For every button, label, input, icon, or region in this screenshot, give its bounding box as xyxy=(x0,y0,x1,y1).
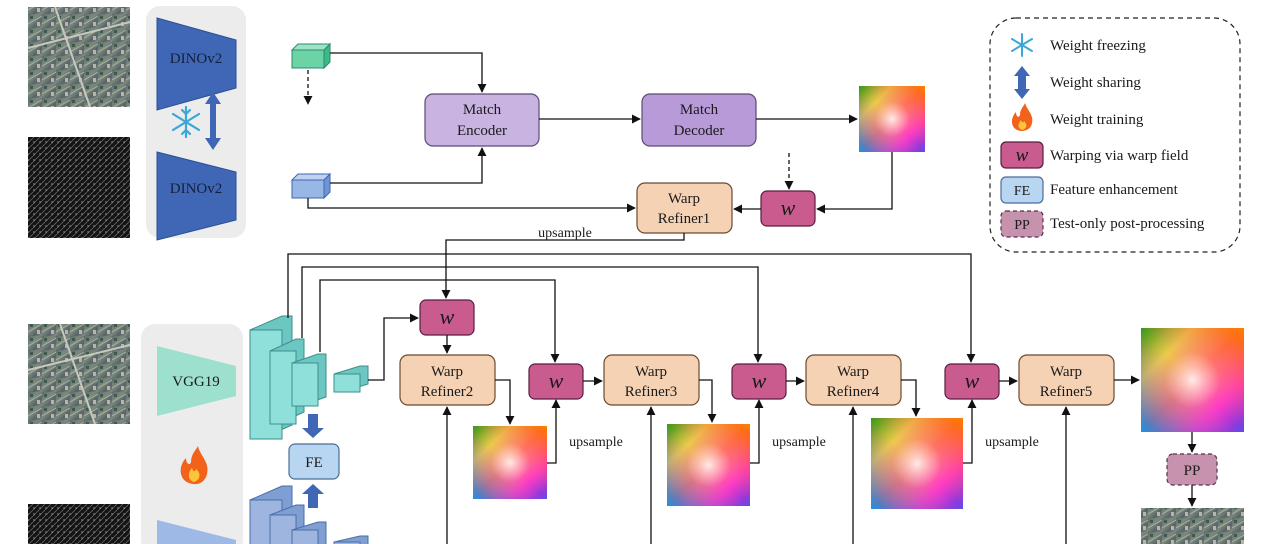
arrow-cube-b-to-refiner1 xyxy=(307,198,636,213)
final-flow-field xyxy=(1141,328,1244,432)
pp-label: PP xyxy=(1184,463,1201,479)
flame-icon xyxy=(180,446,208,485)
optical-image-bottom xyxy=(27,323,131,425)
fe-arrow-up xyxy=(302,484,324,508)
arrow-refiner3-to-flow3 xyxy=(699,379,717,423)
match-decoder-line1: Match xyxy=(680,102,719,118)
flow-field-4 xyxy=(871,418,963,509)
legend-box xyxy=(989,17,1241,253)
optical-image-top xyxy=(27,6,131,108)
legend-flame-icon xyxy=(1011,103,1033,131)
refiner3-line1: Warp xyxy=(635,364,667,380)
registered-output-image xyxy=(1141,508,1244,544)
arrow-refiner4-to-flow4 xyxy=(901,379,921,417)
match-encoder-line1: Match xyxy=(463,102,502,118)
sar-image-bottom xyxy=(28,504,130,544)
legend-warp-box-icon xyxy=(1000,141,1044,169)
match-encoder-line2: Encoder xyxy=(457,123,507,139)
vgg19-encoder-lower xyxy=(157,520,236,544)
match-decoder-box[interactable] xyxy=(641,93,757,147)
legend-warp-symbol: w xyxy=(1016,145,1029,166)
snowflake-icon xyxy=(171,105,201,139)
fe-arrow-down xyxy=(302,414,324,438)
legend-text-sharing: Weight sharing xyxy=(1050,75,1141,91)
skip-line-to-warp4 xyxy=(301,266,763,363)
warp-symbol-5: w xyxy=(965,368,980,393)
refiner5-line1: Warp xyxy=(1050,364,1082,380)
refiner4-line1: Warp xyxy=(837,364,869,380)
arrow-cube-a-to-encoder xyxy=(330,52,487,93)
legend-pp-symbol: PP xyxy=(1014,218,1030,233)
arrow-cube-b-to-encoder xyxy=(330,147,487,184)
skip-line-to-warp3 xyxy=(319,279,560,363)
warp-symbol-2: w xyxy=(440,304,455,329)
refiner2-line2: Refiner2 xyxy=(421,384,473,400)
feature-pyramid-optical xyxy=(249,315,369,440)
dinov2-label-top: DINOv2 xyxy=(170,51,223,67)
fe-label: FE xyxy=(305,455,323,471)
legend-text-warping: Warping via warp field xyxy=(1050,148,1189,164)
arrow-flow3-to-warp4 xyxy=(750,399,764,464)
arrow-pyramid-to-warp2 xyxy=(368,313,419,381)
dinov2-encoder-bottom xyxy=(156,151,237,241)
arrow-flow-to-warp1 xyxy=(816,152,893,214)
refiner4-line2: Refiner4 xyxy=(827,384,880,400)
refiner2-line1: Warp xyxy=(431,364,463,380)
feature-pyramid-sar xyxy=(249,485,369,544)
vgg19-label: VGG19 xyxy=(172,374,220,390)
match-decoder-line2: Decoder xyxy=(674,123,725,139)
vgg19-encoder xyxy=(157,346,236,416)
warp-symbol-3: w xyxy=(549,368,564,393)
dinov2-label-bottom: DINOv2 xyxy=(170,181,223,197)
sar-image-top xyxy=(28,137,130,238)
legend-pp-box-icon xyxy=(1000,210,1044,238)
upsample-label-3: upsample xyxy=(772,435,826,450)
legend-text-freezing: Weight freezing xyxy=(1050,38,1146,54)
dinov2-encoder-top xyxy=(156,17,237,111)
upsample-label-4: upsample xyxy=(985,435,1039,450)
legend-text-fe: Feature enhancement xyxy=(1050,182,1179,198)
arrow-refiner2-to-flow2 xyxy=(495,379,515,425)
arrow-flow4-to-warp5 xyxy=(963,399,977,464)
double-arrow-icon xyxy=(205,92,221,150)
upsample-label-2: upsample xyxy=(569,435,623,450)
flow-field-3 xyxy=(667,424,750,506)
refiner3-line2: Refiner3 xyxy=(625,384,677,400)
refiner1-line2: Refiner1 xyxy=(658,211,710,227)
fe-box xyxy=(288,443,340,480)
legend-snowflake-icon xyxy=(1011,33,1033,57)
legend-text-training: Weight training xyxy=(1050,112,1144,128)
coarse-flow-field xyxy=(859,86,925,152)
skip-line-to-warp5 xyxy=(287,253,976,363)
coarse-feature-cube-a xyxy=(290,42,332,70)
arrow-refiner1-to-warp2 xyxy=(441,233,685,299)
coarse-feature-cube-b xyxy=(290,172,332,200)
legend-fe-symbol: FE xyxy=(1014,184,1030,199)
warp-symbol-4: w xyxy=(752,368,767,393)
match-encoder-box[interactable] xyxy=(424,93,540,147)
legend-text-pp: Test-only post-processing xyxy=(1050,216,1205,232)
upsample-label-top: upsample xyxy=(538,226,592,241)
flow-field-2 xyxy=(473,426,547,499)
legend-double-arrow-icon xyxy=(1014,66,1030,99)
refiner1-line1: Warp xyxy=(668,191,700,207)
arrow-flow2-to-warp3 xyxy=(547,399,561,464)
legend-fe-box-icon xyxy=(1000,176,1044,204)
refiner5-line2: Refiner5 xyxy=(1040,384,1092,400)
warp-symbol-1: w xyxy=(781,195,796,220)
